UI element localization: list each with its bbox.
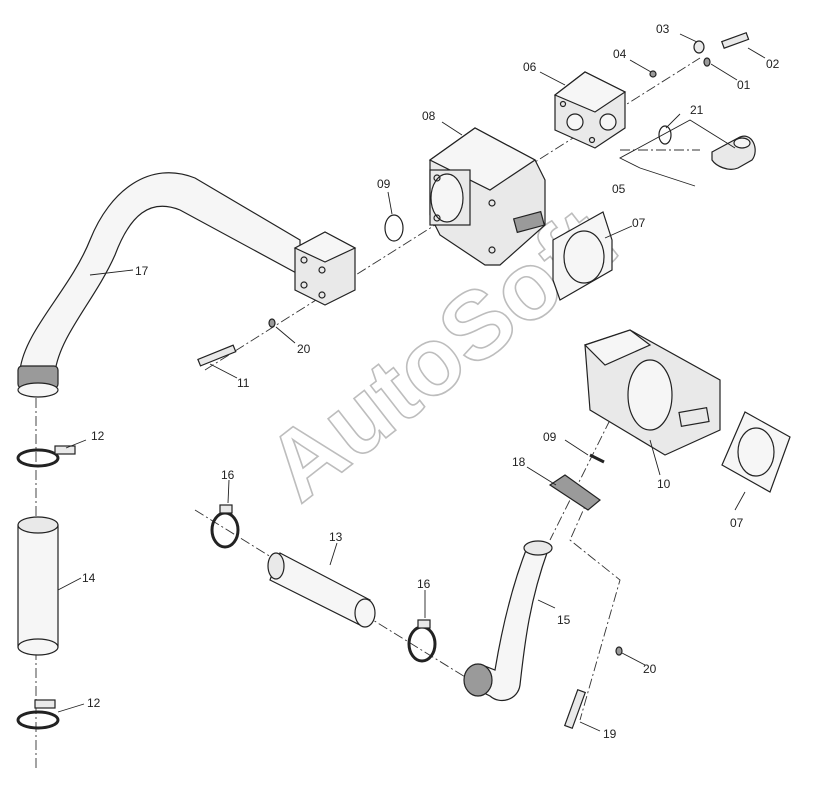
callout-12-upper: 12 <box>91 429 105 443</box>
callout-15: 15 <box>557 613 571 627</box>
callout-12-lower: 12 <box>87 696 101 710</box>
callout-21: 21 <box>690 103 704 117</box>
flange-block <box>293 231 357 306</box>
snap-ring-21 <box>658 125 672 145</box>
bolt-11 <box>197 344 237 367</box>
callout-16-right: 16 <box>417 577 431 591</box>
callout-02: 02 <box>766 57 780 71</box>
callout-11: 11 <box>237 376 250 390</box>
callout-05: 05 <box>612 182 626 196</box>
callout-07-lower: 07 <box>730 516 744 530</box>
callout-08: 08 <box>422 109 436 123</box>
callout-09-upper: 09 <box>377 177 391 191</box>
clamp-16-right <box>407 619 437 663</box>
callout-17: 17 <box>135 264 149 278</box>
gasket-07-upper <box>552 211 613 301</box>
pipe-15 <box>463 540 553 702</box>
elbow-05 <box>711 135 756 170</box>
callout-labels: 01 02 03 04 05 06 07 07 08 09 09 10 11 1… <box>82 22 780 741</box>
gasket-07-lower <box>721 411 791 493</box>
clamp-12-lower <box>16 699 60 730</box>
callout-19: 19 <box>603 727 617 741</box>
callout-10: 10 <box>657 477 671 491</box>
hose-14 <box>17 516 59 656</box>
pipe-17 <box>17 172 301 398</box>
callout-06: 06 <box>523 60 537 74</box>
pump-08 <box>428 127 546 266</box>
callout-13: 13 <box>329 530 343 544</box>
hose-13 <box>267 552 376 628</box>
callout-04: 04 <box>613 47 627 61</box>
block-06 <box>553 71 627 149</box>
bolt-parts-01-04 <box>649 31 750 78</box>
callout-03: 03 <box>656 22 670 36</box>
leader-lines <box>57 33 766 732</box>
callout-16-left: 16 <box>221 468 235 482</box>
callout-01: 01 <box>737 78 751 92</box>
callout-18: 18 <box>512 455 526 469</box>
clamp-12-upper <box>16 445 76 468</box>
pump-10 <box>583 329 721 456</box>
washer-20-upper <box>268 318 276 328</box>
callout-07-upper: 07 <box>632 216 646 230</box>
pin-09-lower <box>589 453 605 464</box>
o-ring-09-upper <box>384 214 404 242</box>
bolt-19 <box>563 689 587 729</box>
clamp-16-left <box>210 504 240 549</box>
callout-20-upper: 20 <box>297 342 311 356</box>
callout-20-lower: 20 <box>643 662 657 676</box>
callout-14: 14 <box>82 571 96 585</box>
clip-18 <box>548 474 601 511</box>
washer-20-lower <box>615 646 623 656</box>
callout-09-lower: 09 <box>543 430 557 444</box>
